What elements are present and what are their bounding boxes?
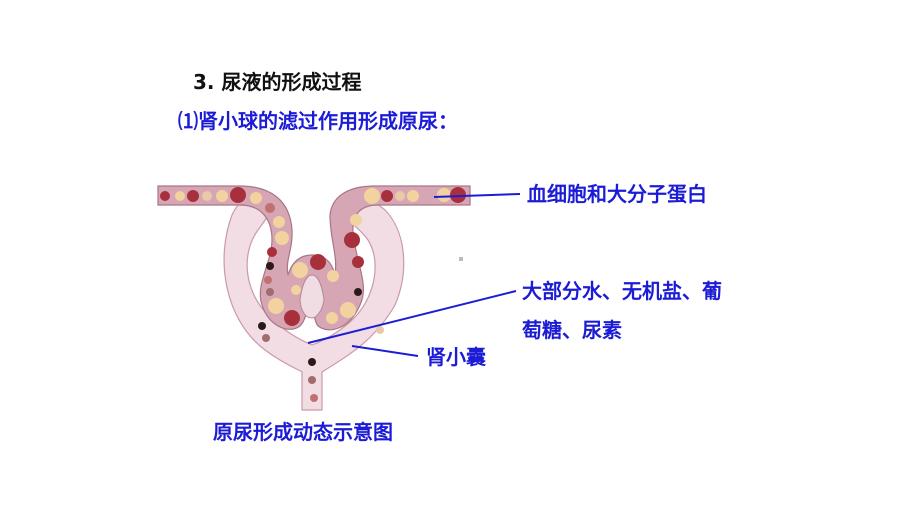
section-subheading: ⑴肾小球的滤过作用形成原尿： [178, 109, 458, 133]
label-filtrate-line2: 萄糖、尿素 [522, 318, 622, 342]
page-heading: 3. 尿液的形成过程 [193, 70, 362, 94]
pointer-blood-cells [433, 193, 521, 198]
blood-cells [160, 187, 466, 402]
bowmans-capsule [223, 194, 405, 411]
label-blood-cells: 血细胞和大分子蛋白 [527, 182, 707, 206]
pointer-capsule [351, 345, 419, 357]
label-capsule: 肾小囊 [426, 345, 486, 369]
glomerulus-core [299, 274, 325, 319]
pointer-filtrate [307, 290, 517, 344]
diagram-caption: 原尿形成动态示意图 [213, 420, 393, 444]
label-filtrate-line1: 大部分水、无机盐、葡 [522, 279, 722, 303]
stray-mark [459, 257, 463, 261]
